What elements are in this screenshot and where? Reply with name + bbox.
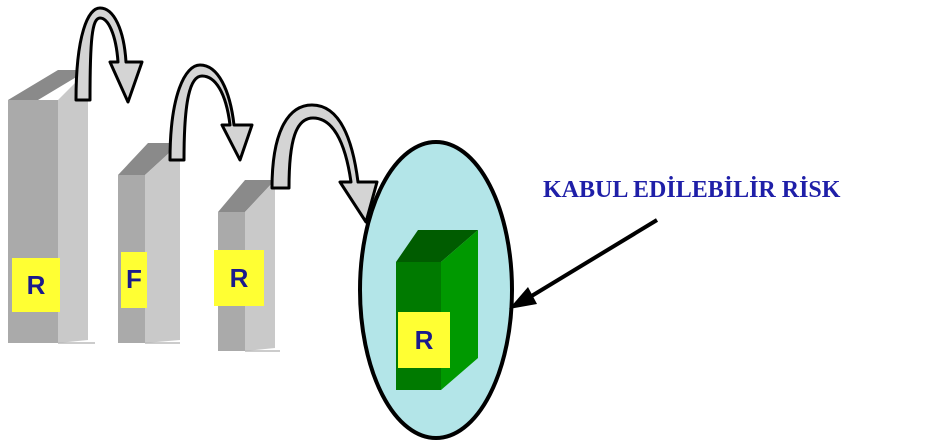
block-1-label: R	[27, 270, 46, 300]
block-4-label-bg	[398, 312, 450, 368]
block-4-label: R	[415, 325, 434, 355]
pointer-arrow-shaft	[523, 218, 659, 302]
block-1-label-bg	[12, 258, 60, 312]
block-3: R	[214, 180, 280, 352]
curved-arrow-2	[168, 63, 254, 162]
pointer-arrow-head	[509, 287, 537, 309]
block-4-green: R	[396, 230, 478, 390]
acceptable-risk-caption: KABUL EDİLEBİLİR RİSK	[543, 177, 841, 203]
block-3-top	[218, 180, 275, 212]
block-2-side	[145, 143, 180, 343]
block-1: R	[8, 70, 95, 344]
block-1-side	[58, 70, 88, 343]
pointer-arrow	[509, 218, 659, 309]
block-2-label: F	[126, 264, 142, 294]
block-2: F	[118, 143, 180, 344]
block-2-label-bg	[121, 252, 147, 308]
block-3-label-bg	[214, 250, 264, 306]
block-4-side	[441, 230, 478, 390]
block-2-top	[118, 143, 180, 175]
block-3-label: R	[230, 263, 249, 293]
block-1-top	[8, 70, 88, 100]
block-4-top	[396, 230, 478, 262]
curved-arrow-3	[270, 103, 379, 224]
curved-arrow-1	[74, 6, 144, 104]
